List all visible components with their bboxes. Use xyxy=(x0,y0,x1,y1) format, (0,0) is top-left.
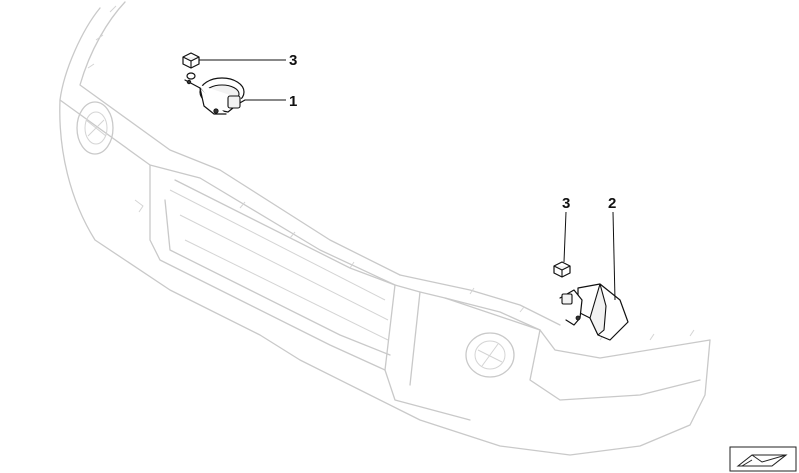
corner-flag-icon xyxy=(729,446,797,472)
callout-label-3-left: 3 xyxy=(289,52,297,69)
callout-label-1: 1 xyxy=(289,93,297,110)
horn-left[interactable] xyxy=(184,77,246,115)
callout-3-left: 3 xyxy=(199,52,297,69)
nut-right[interactable] xyxy=(553,261,571,278)
horn-right[interactable] xyxy=(559,283,629,341)
nut-icon xyxy=(182,52,200,80)
horn-icon xyxy=(184,77,246,115)
callout-label-2: 2 xyxy=(608,195,616,212)
callout-2: 2 xyxy=(608,195,616,301)
nut-left[interactable] xyxy=(182,52,200,80)
callout-1: 1 xyxy=(245,93,297,110)
horn-icon xyxy=(559,283,629,341)
callout-3-right: 3 xyxy=(562,195,570,263)
front-bumper-ghost-illustration xyxy=(59,1,711,456)
nut-icon xyxy=(553,261,571,278)
callout-label-3-right: 3 xyxy=(562,195,570,212)
